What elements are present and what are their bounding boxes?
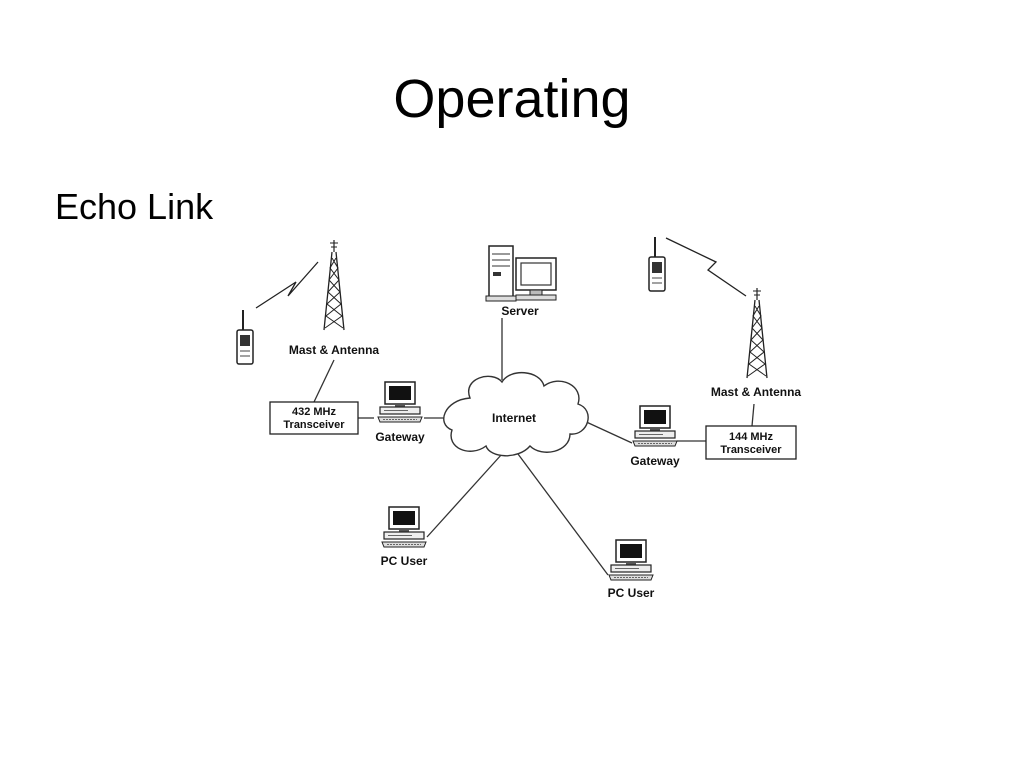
- left-transceiver-label: Transceiver: [283, 419, 345, 431]
- left-transceiver-box: 432 MHz Transceiver: [269, 401, 359, 435]
- left-gateway-label: Gateway: [375, 430, 425, 444]
- computer-icon: [632, 405, 678, 447]
- server-tower-icon: [485, 245, 557, 302]
- computer-icon: [377, 381, 423, 423]
- lightning-bolt-icon: [665, 237, 747, 297]
- antenna-mast-icon: [323, 239, 345, 331]
- pc-user-right-label: PC User: [608, 586, 655, 600]
- server-label: Server: [501, 304, 539, 318]
- internet-label: Internet: [492, 411, 536, 425]
- right-mast-label: Mast & Antenna: [711, 385, 802, 399]
- right-transceiver-box: 144 MHz Transceiver: [705, 425, 797, 460]
- right-gateway-label: Gateway: [630, 454, 680, 468]
- computer-icon: [608, 539, 654, 581]
- bullet-text: Echo Link: [55, 186, 214, 227]
- right-transceiver-label: Transceiver: [720, 444, 782, 456]
- handheld-radio-icon: [236, 309, 254, 365]
- left-transceiver-freq: 432 MHz: [292, 406, 337, 418]
- left-mast-label: Mast & Antenna: [289, 343, 380, 357]
- pc-user-left-label: PC User: [381, 554, 428, 568]
- cloud-icon: [443, 372, 589, 457]
- connection-lines: [313, 318, 755, 576]
- handheld-radio-icon: [648, 236, 666, 292]
- right-transceiver-freq: 144 MHz: [729, 431, 774, 443]
- lightning-bolt-icon: [255, 261, 319, 309]
- slide-title: Operating: [393, 69, 631, 129]
- computer-icon: [381, 506, 427, 548]
- antenna-mast-icon: [746, 287, 768, 379]
